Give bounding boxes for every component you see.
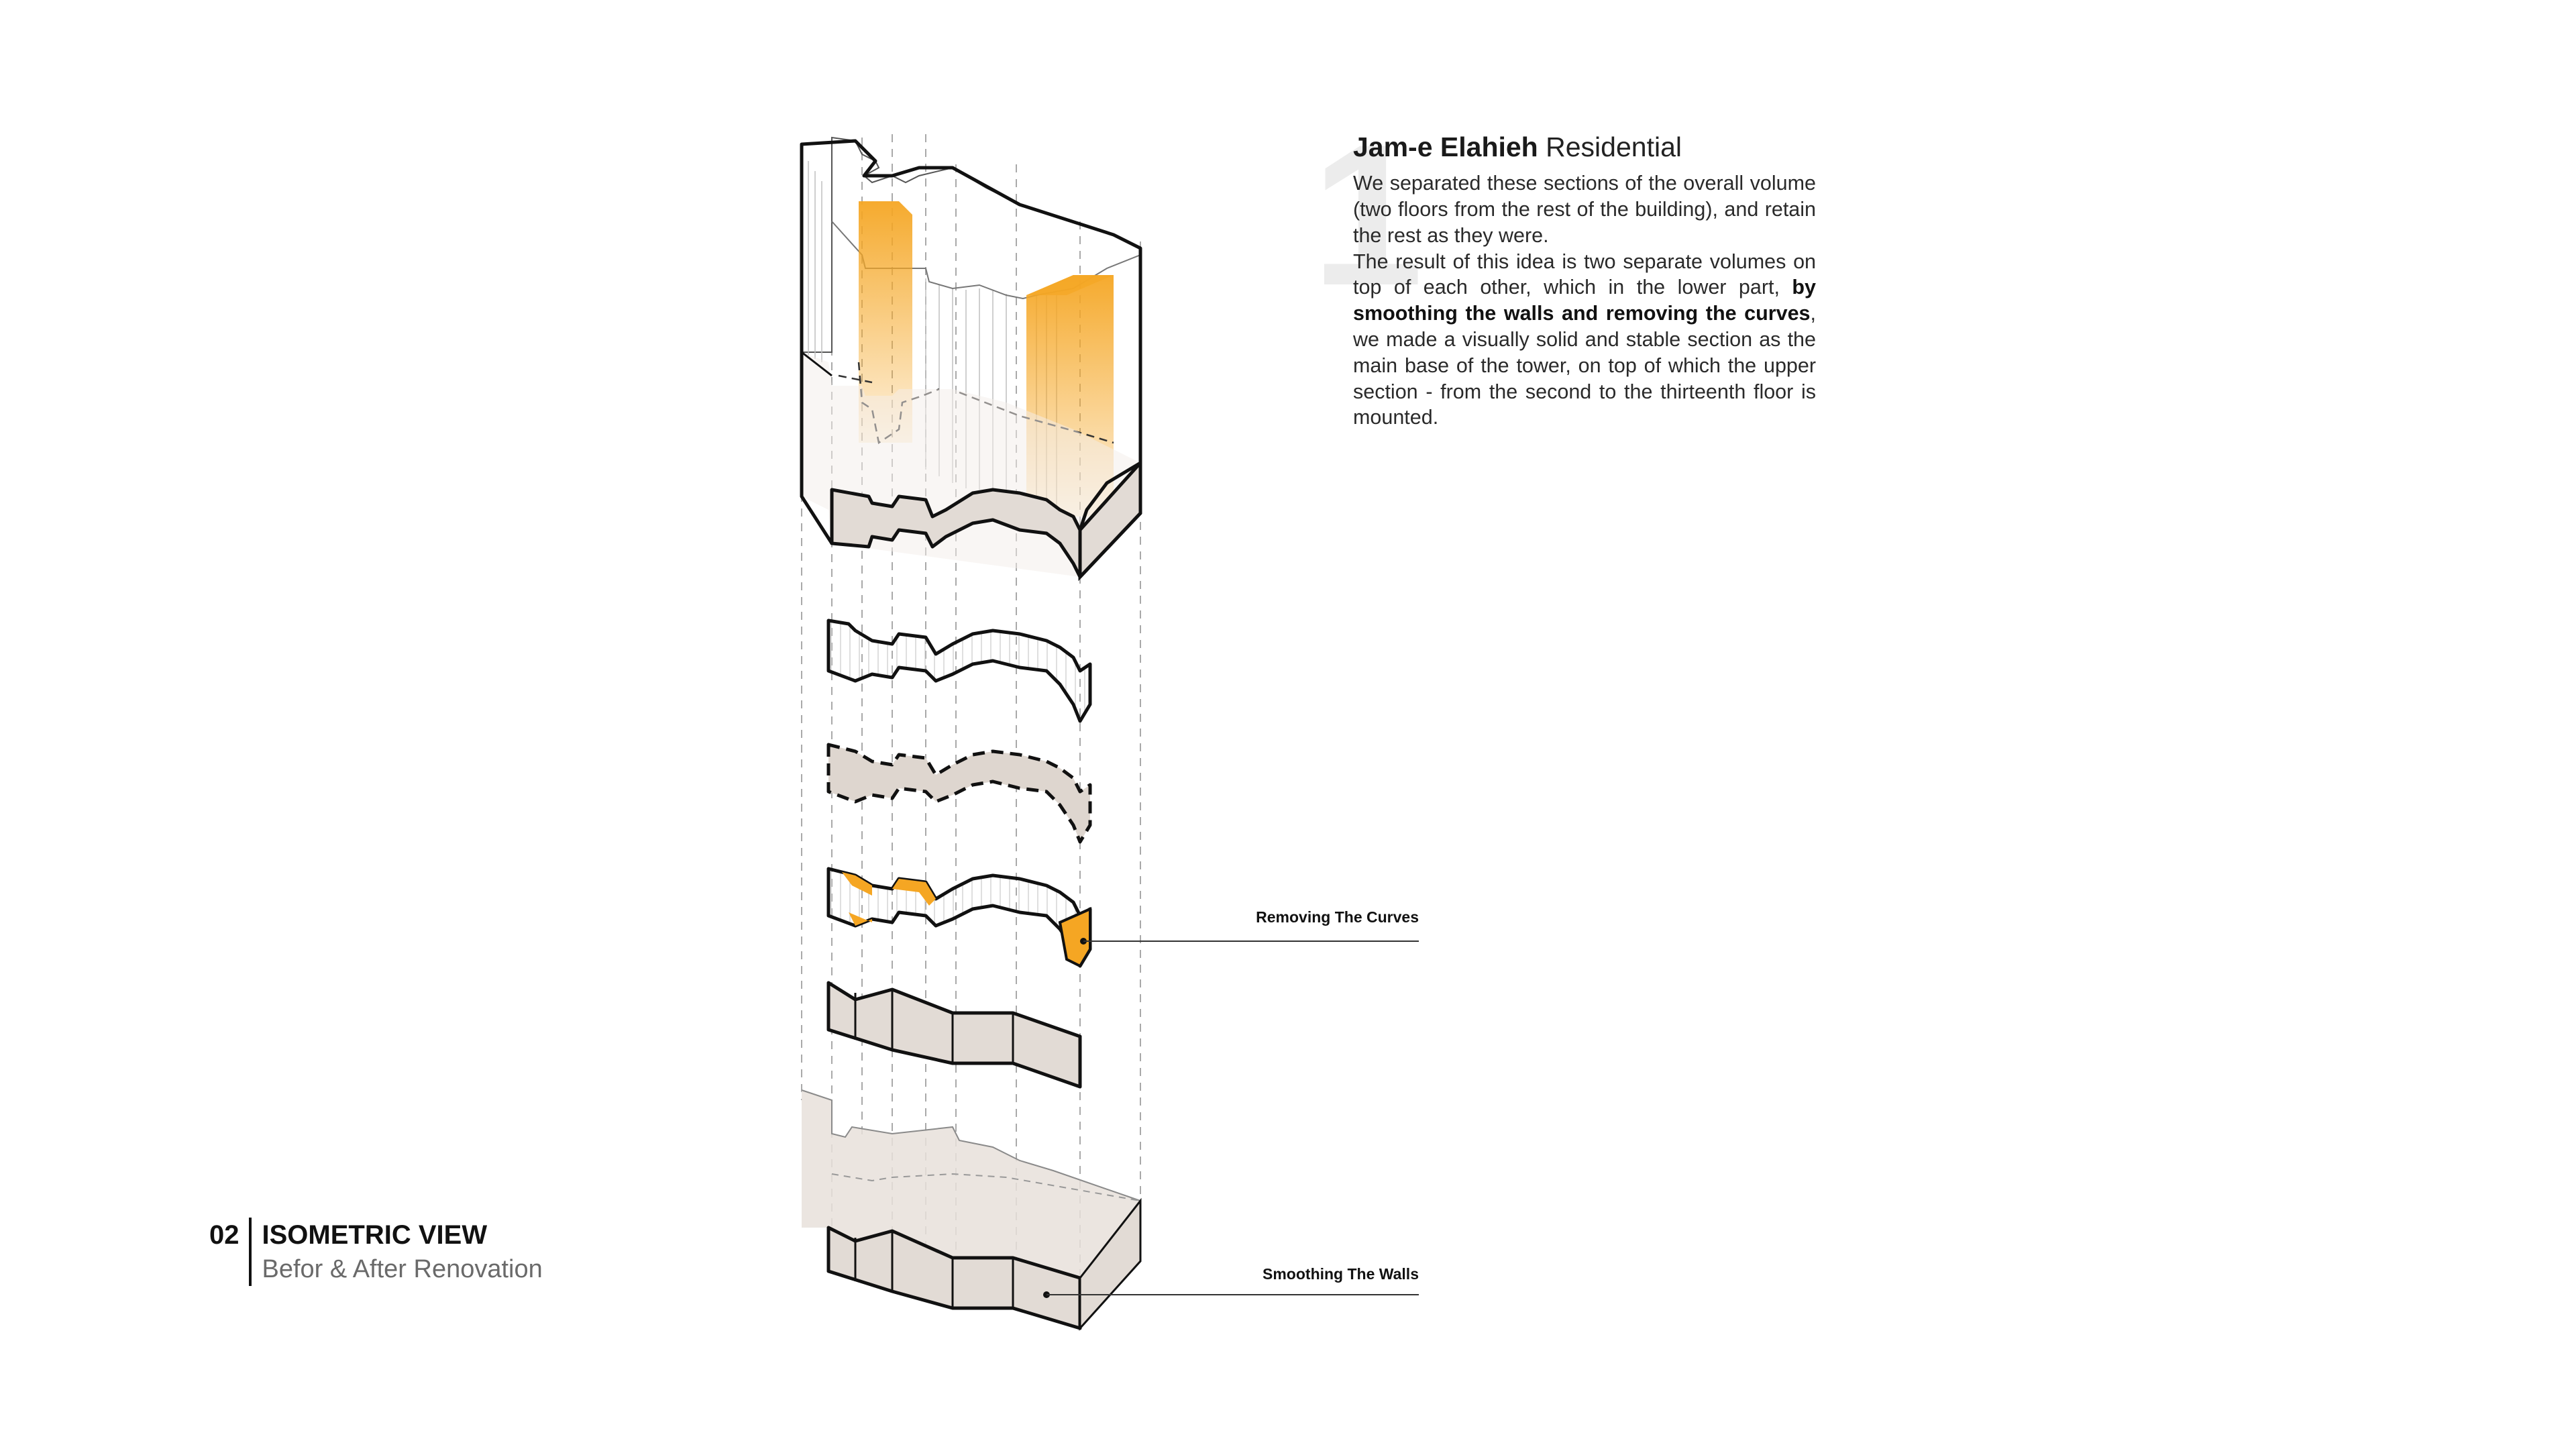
section-text: ISOMETRIC VIEW Befor & After Renovation — [262, 1218, 543, 1286]
project-paragraph: We separated these sections of the overa… — [1353, 170, 1816, 431]
project-title-light: Residential — [1546, 131, 1682, 162]
project-title-bold: Jam-e Elahieh — [1353, 131, 1538, 162]
upper-tower-volume — [800, 136, 1142, 582]
section-divider — [248, 1218, 252, 1286]
project-title: Jam-e Elahieh Residential — [1353, 131, 1816, 164]
section-subtitle: Befor & After Renovation — [262, 1255, 543, 1283]
section-label: 02 ISOMETRIC VIEW Befor & After Renovati… — [209, 1218, 543, 1286]
paragraph-2-start: The result of this idea is two separate … — [1353, 250, 1816, 299]
floor-slab-smoothed — [826, 981, 1082, 1089]
floor-slab-dashed — [826, 743, 1092, 844]
callout-removing-curves: Removing The Curves — [1256, 908, 1419, 926]
paragraph-1: We separated these sections of the overa… — [1353, 172, 1816, 247]
section-number: 02 — [209, 1220, 239, 1250]
callout-smoothing-walls: Smoothing The Walls — [1263, 1265, 1419, 1283]
project-description-block: Jam-e Elahieh Residential We separated t… — [1353, 131, 1816, 431]
floor-slab-curves-removed — [826, 867, 1092, 968]
floor-slab-original — [826, 619, 1092, 723]
base-volume-solid — [801, 1089, 1142, 1331]
section-title: ISOMETRIC VIEW — [262, 1220, 488, 1250]
paragraph-2-bold: by smoothing the walls and removing the … — [1353, 276, 1816, 325]
paragraph-2-end: , we made a visually solid and stable se… — [1353, 302, 1816, 429]
project-number-mark: 1 — [1311, 102, 1424, 327]
